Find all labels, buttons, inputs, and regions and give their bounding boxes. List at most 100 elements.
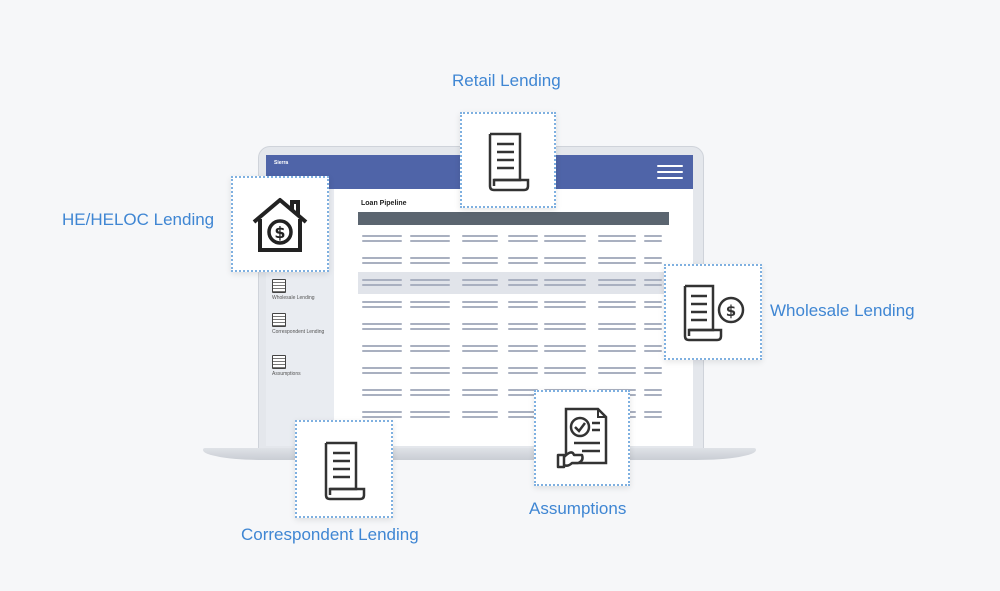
- table-cell-placeholder: [508, 279, 538, 281]
- table-cell-placeholder: [508, 416, 538, 418]
- document-dollar-icon: $: [683, 284, 745, 342]
- table-cell-placeholder: [544, 301, 586, 303]
- table-cell-placeholder: [598, 284, 636, 286]
- table-cell-placeholder: [598, 350, 636, 352]
- table-row[interactable]: [358, 272, 669, 294]
- wholesale-lending-callout[interactable]: $: [664, 264, 762, 360]
- table-cell-placeholder: [462, 345, 498, 347]
- table-cell-placeholder: [508, 257, 538, 259]
- table-cell-placeholder: [362, 262, 402, 264]
- table-cell-placeholder: [410, 323, 450, 325]
- table-cell-placeholder: [598, 367, 636, 369]
- table-cell-placeholder: [462, 279, 498, 281]
- table-row[interactable]: [358, 250, 669, 272]
- table-cell-placeholder: [508, 411, 538, 413]
- table-cell-placeholder: [462, 240, 498, 242]
- table-row[interactable]: [358, 228, 669, 250]
- table-cell-placeholder: [410, 284, 450, 286]
- table-cell-placeholder: [462, 328, 498, 330]
- heloc-lending-callout[interactable]: $: [231, 176, 329, 272]
- table-cell-placeholder: [410, 328, 450, 330]
- table-cell-placeholder: [362, 416, 402, 418]
- correspondent-lending-label: Correspondent Lending: [241, 525, 419, 544]
- table-cell-placeholder: [544, 257, 586, 259]
- table-cell-placeholder: [410, 389, 450, 391]
- table-row[interactable]: [358, 316, 669, 338]
- sidebar-item-correspondent[interactable]: Correspondent Lending: [272, 313, 332, 335]
- table-cell-placeholder: [544, 323, 586, 325]
- table-cell-placeholder: [462, 284, 498, 286]
- heloc-lending-label: HE/HELOC Lending: [62, 210, 215, 229]
- retail-lending-label: Retail Lending: [452, 71, 561, 90]
- checklist-icon: [272, 355, 286, 369]
- table-cell-placeholder: [362, 345, 402, 347]
- table-cell-placeholder: [362, 411, 402, 413]
- table-cell-placeholder: [410, 345, 450, 347]
- table-cell-placeholder: [362, 394, 402, 396]
- svg-text:$: $: [274, 223, 285, 242]
- house-dollar-icon: $: [252, 198, 308, 252]
- table-cell-placeholder: [362, 367, 402, 369]
- table-cell-placeholder: [644, 350, 662, 352]
- table-cell-placeholder: [644, 301, 662, 303]
- sidebar-item-wholesale[interactable]: Wholesale Lending: [272, 279, 332, 301]
- table-cell-placeholder: [644, 345, 662, 347]
- table-cell-placeholder: [644, 416, 662, 418]
- table-cell-placeholder: [598, 240, 636, 242]
- table-cell-placeholder: [462, 262, 498, 264]
- table-cell-placeholder: [362, 372, 402, 374]
- table-cell-placeholder: [462, 235, 498, 237]
- table-cell-placeholder: [462, 416, 498, 418]
- app-logo: Sierra: [274, 160, 289, 166]
- table-cell-placeholder: [644, 284, 662, 286]
- table-cell-placeholder: [410, 411, 450, 413]
- table-cell-placeholder: [644, 240, 662, 242]
- table-cell-placeholder: [544, 372, 586, 374]
- table-cell-placeholder: [410, 306, 450, 308]
- table-row[interactable]: [358, 294, 669, 316]
- hamburger-menu-icon[interactable]: [657, 165, 683, 179]
- document-dollar-icon: [272, 279, 286, 293]
- table-row[interactable]: [358, 338, 669, 360]
- table-cell-placeholder: [508, 301, 538, 303]
- document-scroll-icon: [488, 132, 530, 192]
- assumptions-callout[interactable]: [534, 390, 630, 486]
- table-cell-placeholder: [644, 372, 662, 374]
- page-title: Loan Pipeline: [361, 200, 407, 207]
- table-cell-placeholder: [462, 372, 498, 374]
- table-cell-placeholder: [508, 350, 538, 352]
- table-cell-placeholder: [362, 235, 402, 237]
- table-cell-placeholder: [644, 411, 662, 413]
- laptop-base: [203, 448, 756, 460]
- document-scroll-icon: [324, 441, 366, 501]
- table-cell-placeholder: [544, 262, 586, 264]
- table-cell-placeholder: [462, 411, 498, 413]
- table-cell-placeholder: [598, 235, 636, 237]
- table-cell-placeholder: [544, 306, 586, 308]
- table-cell-placeholder: [508, 328, 538, 330]
- table-cell-placeholder: [598, 257, 636, 259]
- table-cell-placeholder: [644, 323, 662, 325]
- retail-lending-callout[interactable]: [460, 112, 556, 208]
- table-cell-placeholder: [410, 235, 450, 237]
- table-cell-placeholder: [362, 350, 402, 352]
- table-cell-placeholder: [462, 306, 498, 308]
- table-cell-placeholder: [598, 345, 636, 347]
- table-cell-placeholder: [410, 416, 450, 418]
- table-cell-placeholder: [410, 372, 450, 374]
- correspondent-lending-callout[interactable]: [295, 420, 393, 518]
- table-cell-placeholder: [544, 367, 586, 369]
- table-cell-placeholder: [544, 235, 586, 237]
- table-header: [358, 212, 669, 225]
- table-cell-placeholder: [508, 284, 538, 286]
- sidebar-item-label: Assumptions: [272, 371, 301, 377]
- table-cell-placeholder: [410, 262, 450, 264]
- table-cell-placeholder: [508, 389, 538, 391]
- assumptions-label: Assumptions: [529, 499, 627, 518]
- sidebar-item-assumptions[interactable]: Assumptions: [272, 355, 332, 377]
- table-cell-placeholder: [462, 257, 498, 259]
- sidebar-item-label: Correspondent Lending: [272, 329, 325, 335]
- table-row[interactable]: [358, 360, 669, 382]
- table-cell-placeholder: [410, 350, 450, 352]
- table-cell-placeholder: [410, 367, 450, 369]
